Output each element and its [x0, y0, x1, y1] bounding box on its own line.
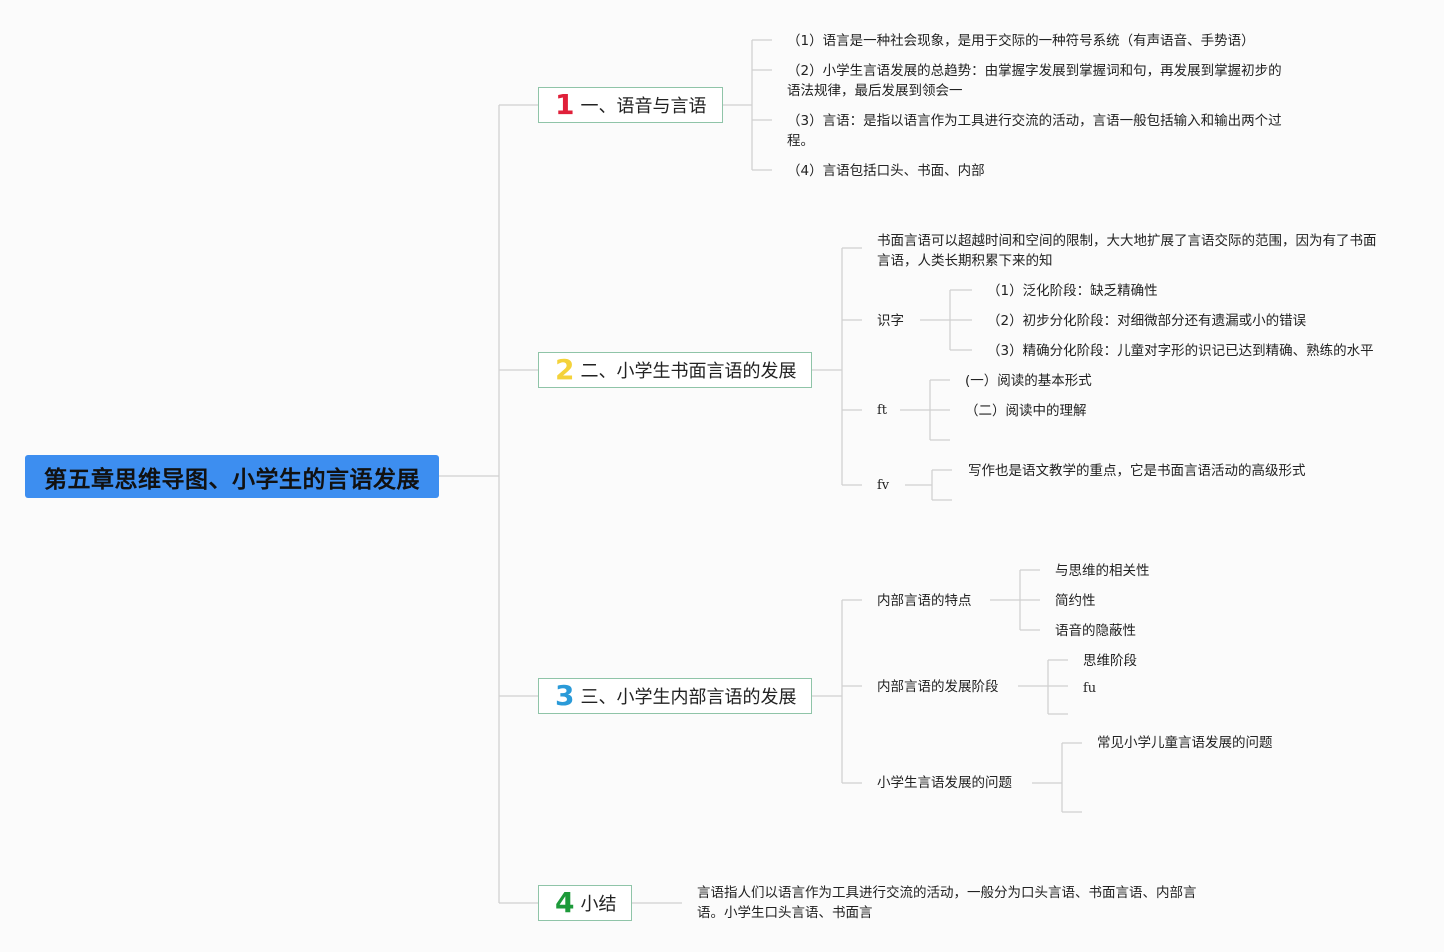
root-topic[interactable]: 第五章思维导图、小学生的言语发展 [25, 455, 439, 498]
branch-1-item-4[interactable]: （4）言语包括口头、书面、内部 [787, 163, 985, 179]
summary-text[interactable]: 言语指人们以语言作为工具进行交流的活动，一般分为口头言语、书面言语、内部言语。小… [697, 885, 1197, 921]
ft-item-2[interactable]: （二）阅读中的理解 [965, 403, 1087, 419]
shizi-item-3[interactable]: （3）精确分化阶段：儿童对字形的识记已达到精确、熟练的水平 [987, 343, 1374, 359]
branch-1-item-1[interactable]: （1）语言是一种社会现象，是用于交际的一种符号系统（有声语音、手势语） [787, 33, 1255, 49]
branch-1-topic[interactable]: 1 一、语音与言语 [538, 87, 723, 123]
stage-item-1[interactable]: 思维阶段 [1083, 653, 1137, 669]
problems-node[interactable]: 小学生言语发展的问题 [877, 775, 1012, 791]
shizi-node[interactable]: 识字 [877, 313, 904, 329]
feature-item-1[interactable]: 与思维的相关性 [1055, 563, 1150, 579]
branch-2-label: 二、小学生书面言语的发展 [580, 361, 797, 382]
fv-item-1[interactable]: 写作也是语文教学的重点，它是书面言语活动的高级形式 [968, 463, 1306, 479]
features-node[interactable]: 内部言语的特点 [877, 593, 972, 609]
branch-4-label: 小结 [580, 894, 617, 915]
stage-item-2[interactable]: fu [1083, 681, 1097, 696]
branch-3-topic[interactable]: 3 三、小学生内部言语的发展 [538, 678, 812, 714]
branch-2-topic[interactable]: 2 二、小学生书面言语的发展 [538, 352, 812, 388]
ft-node[interactable]: ft [877, 403, 888, 418]
stages-node[interactable]: 内部言语的发展阶段 [877, 679, 999, 695]
problem-item-1[interactable]: 常见小学儿童言语发展的问题 [1097, 735, 1273, 751]
number-2-icon: 2 [555, 353, 575, 386]
branch-2-intro[interactable]: 书面言语可以超越时间和空间的限制，大大地扩展了言语交际的范围，因为有了书面言语，… [877, 233, 1377, 269]
number-1-icon: 1 [555, 88, 575, 121]
shizi-item-2[interactable]: （2）初步分化阶段：对细微部分还有遗漏或小的错误 [987, 313, 1307, 329]
number-3-icon: 3 [555, 679, 575, 712]
ft-item-1[interactable]: (一）阅读的基本形式 [965, 373, 1092, 389]
fv-node[interactable]: fv [877, 478, 890, 493]
branch-3-label: 三、小学生内部言语的发展 [580, 687, 797, 708]
branch-4-topic[interactable]: 4 小结 [538, 885, 632, 921]
branch-1-item-3[interactable]: （3）言语：是指以语言作为工具进行交流的活动，言语一般包括输入和输出两个过程。 [787, 113, 1282, 149]
number-4-icon: 4 [555, 886, 575, 919]
feature-item-2[interactable]: 简约性 [1055, 593, 1096, 609]
branch-1-label: 一、语音与言语 [580, 96, 707, 117]
branch-1-item-2[interactable]: （2）小学生言语发展的总趋势：由掌握字发展到掌握词和句，再发展到掌握初步的语法规… [787, 63, 1282, 99]
feature-item-3[interactable]: 语音的隐蔽性 [1055, 623, 1136, 639]
shizi-item-1[interactable]: （1）泛化阶段：缺乏精确性 [987, 283, 1158, 299]
